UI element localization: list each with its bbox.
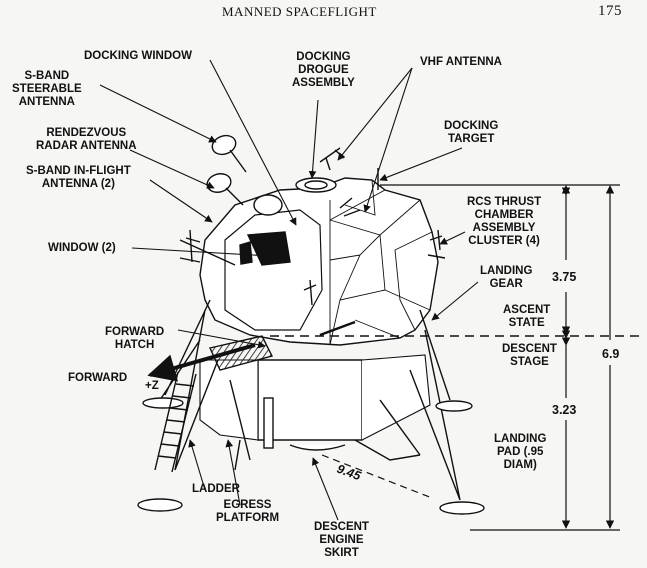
label-ascent-stage: ASCENT STATE <box>503 304 551 329</box>
running-head: MANNED SPACEFLIGHT <box>222 4 377 19</box>
dimension-lines <box>321 184 620 531</box>
label-egress-platform: EGRESS PLATFORM <box>216 499 280 524</box>
label-forward-hatch: FORWARD HATCH <box>105 326 165 351</box>
label-docking-window: DOCKING WINDOW <box>84 50 192 62</box>
label-descent-stage: DESCENT STAGE <box>502 343 557 368</box>
label-docking-drogue: DOCKING DROGUE ASSEMBLY <box>292 51 355 89</box>
label-sband-inflight: S-BAND IN-FLIGHT ANTENNA (2) <box>26 165 131 190</box>
label-landing-pad: LANDING PAD (.95 DIAM) <box>494 433 547 471</box>
label-forward: FORWARD <box>68 372 128 384</box>
dim-diagonal: 9.45 <box>335 462 364 484</box>
page-number: 175 <box>598 3 622 19</box>
dim-ascent: 3.75 <box>552 270 576 284</box>
label-rcs-thrust: RCS THRUST CHAMBER ASSEMBLY CLUSTER (4) <box>467 196 542 247</box>
label-ladder: LADDER <box>192 483 240 495</box>
label-docking-target: DOCKING TARGET <box>444 120 499 145</box>
label-vhf-antenna: VHF ANTENNA <box>420 56 502 68</box>
dim-total: 6.9 <box>602 347 619 361</box>
label-rendezvous-radar: RENDEZVOUS RADAR ANTENNA <box>36 127 137 152</box>
label-plus-z: +Z <box>145 380 159 392</box>
leader-lines <box>99 59 479 521</box>
lunar-module-drawing <box>137 134 485 515</box>
label-sband-steerable: S-BAND STEERABLE ANTENNA <box>12 70 82 108</box>
label-window: WINDOW (2) <box>48 242 116 254</box>
label-descent-engine-skirt: DESCENT ENGINE SKIRT <box>314 521 369 559</box>
label-landing-gear: LANDING GEAR <box>480 265 533 290</box>
dim-descent: 3.23 <box>552 403 576 417</box>
